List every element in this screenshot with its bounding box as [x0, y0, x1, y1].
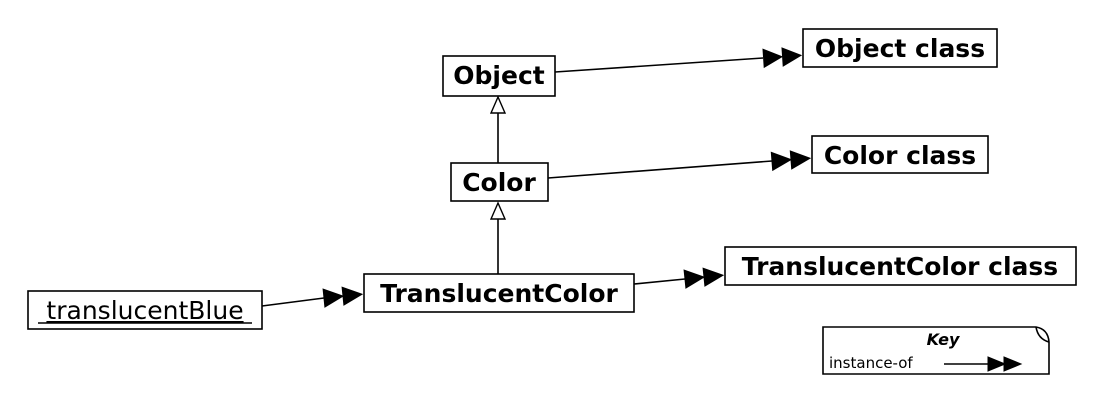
arrowhead — [762, 48, 784, 69]
instance-of-color-to-color-class — [547, 150, 812, 179]
hollow-triangle-head — [489, 201, 507, 220]
node-translucent-color-label: TranslucentColor — [380, 279, 618, 308]
node-translucent-color-class-label: TranslucentColor class — [742, 252, 1058, 281]
arrowhead — [1003, 356, 1023, 372]
key-note-fold — [1035, 326, 1050, 343]
arrowhead — [781, 47, 803, 67]
generalization-translucentcolor-to-color — [489, 201, 507, 274]
node-object-class-label: Object class — [815, 34, 985, 63]
instance-of-translucentblue-to-translucentcolor — [261, 286, 364, 308]
arrowhead — [789, 150, 812, 170]
arrowhead — [322, 288, 345, 308]
key-instance-of-arrow — [944, 356, 1023, 372]
node-translucent-color[interactable]: TranslucentColor — [363, 273, 635, 313]
node-color-class[interactable]: Color class — [811, 135, 989, 174]
arrowhead — [770, 151, 793, 172]
node-color[interactable]: Color — [450, 162, 549, 202]
key-title: Key — [927, 330, 960, 349]
node-translucent-color-class[interactable]: TranslucentColor class — [724, 246, 1077, 286]
key-instance-of-label: instance-of — [829, 354, 913, 372]
node-translucent-blue-label: translucentBlue — [46, 296, 243, 325]
node-color-label: Color — [462, 168, 536, 197]
node-object-class[interactable]: Object class — [802, 28, 998, 68]
node-object[interactable]: Object — [442, 55, 556, 97]
key-legend: Key instance-of — [822, 326, 1050, 375]
node-translucent-blue[interactable]: translucentBlue — [27, 290, 263, 330]
instance-of-object-to-object-class — [554, 47, 803, 73]
instance-of-translucentcolor-to-class — [633, 267, 725, 289]
generalization-color-to-object — [489, 95, 507, 164]
node-color-class-label: Color class — [824, 141, 976, 170]
node-object-label: Object — [453, 61, 544, 90]
arrowhead — [987, 356, 1007, 372]
arrowhead — [702, 267, 725, 287]
hollow-triangle-head — [489, 95, 507, 114]
arrowhead — [341, 286, 364, 306]
arrowhead — [683, 269, 706, 289]
